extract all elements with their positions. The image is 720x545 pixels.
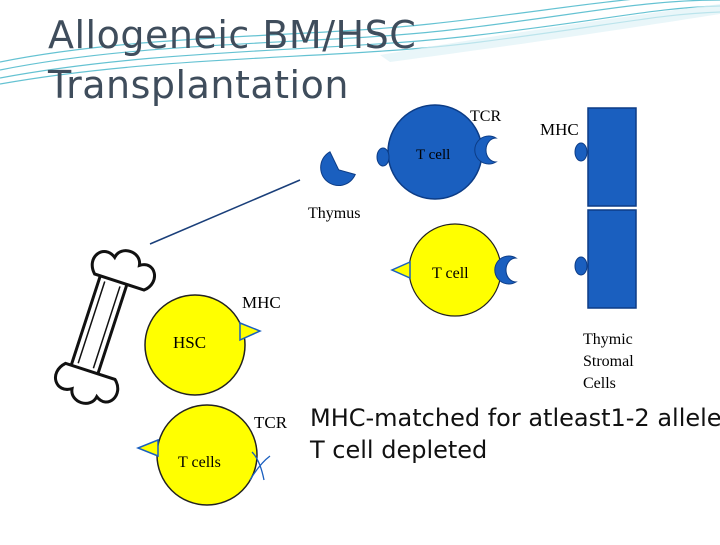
mhc-label-top: MHC (540, 120, 579, 139)
arrow-line (150, 180, 300, 244)
thymus-label: Thymus (308, 205, 360, 222)
hsc-label: HSC (173, 333, 206, 352)
tcr-label-top: TCR (470, 108, 501, 125)
stromal-cell-top (588, 108, 636, 206)
thymic-stromal-label-2: Stromal (583, 353, 634, 370)
t-cell-label-top: T cell (416, 147, 450, 163)
t-cell-blue-side-marker (377, 148, 389, 166)
t-cell-label-mid: T cell (432, 265, 469, 282)
mhc-triangle-hsc (240, 323, 260, 340)
bone-icon (50, 241, 160, 412)
thymic-stromal-label-3: Cells (583, 375, 616, 392)
tcr-label-bottom: TCR (254, 413, 288, 432)
mhc-marker-mid (575, 257, 587, 275)
note-mhc-matched: MHC-matched for atleast1-2 alleles (310, 403, 720, 433)
mhc-marker-top (575, 143, 587, 161)
slide-title-line-1: Allogeneic BM/HSC (48, 10, 468, 60)
mhc-triangle-t-cells (138, 440, 158, 456)
t-cells-label: T cells (178, 454, 221, 471)
slide-title-line-2: Transplantation (48, 60, 468, 110)
mhc-label-mid: MHC (242, 293, 281, 312)
pacman-cell-icon (316, 146, 358, 190)
note-t-cell-depleted: T cell depleted (310, 435, 720, 465)
stromal-cell-bottom (588, 210, 636, 308)
mhc-triangle-mid (392, 262, 410, 278)
thymic-stromal-label-1: Thymic (583, 331, 633, 348)
slide-title: Allogeneic BM/HSC Transplantation (48, 10, 468, 110)
